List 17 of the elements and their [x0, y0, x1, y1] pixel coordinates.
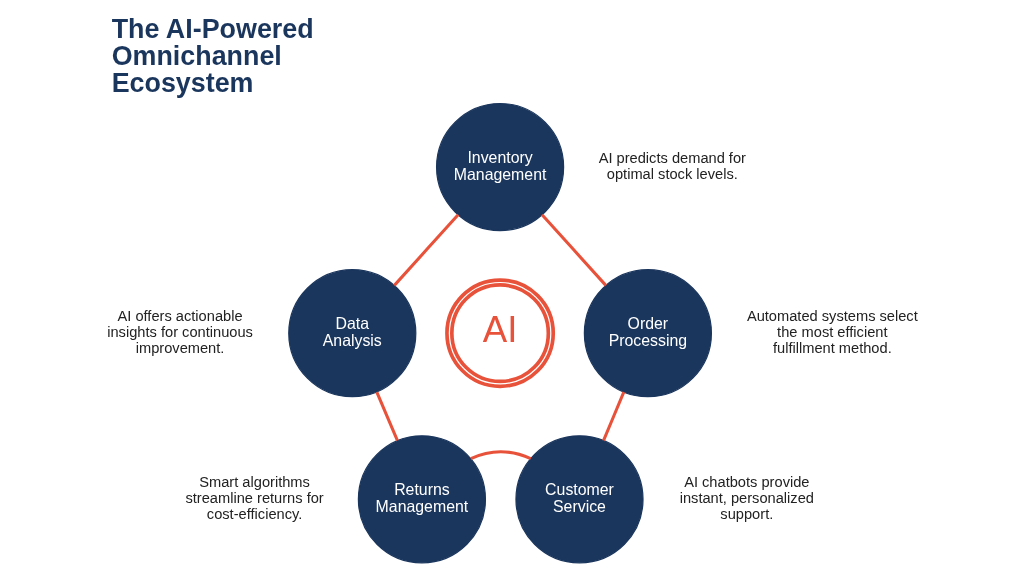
- node-circle: AI: [445, 278, 556, 389]
- node-label: Smart algorithms streamline returns for cost-efficiency.: [185, 474, 324, 522]
- connector: [602, 391, 626, 441]
- diagram-title: The AI-Powered Omnichannel Ecosystem: [111, 14, 314, 99]
- connector: [393, 213, 460, 287]
- node-circle: Data Analysis: [288, 269, 417, 398]
- connector: [470, 450, 532, 460]
- connector: [375, 391, 399, 441]
- node-label: AI offers actionable insights for continuous improvement.: [107, 308, 253, 356]
- node-circle: Returns Management: [357, 435, 487, 564]
- node-circle: Customer Service: [515, 435, 644, 564]
- node-label: Automated systems select the most efficient fulfillment method.: [746, 308, 918, 356]
- node-circle: Order Processing: [583, 269, 712, 398]
- node-circle: Inventory Management: [435, 102, 565, 232]
- node-label: AI chatbots provide instant, personalized support.: [679, 474, 814, 522]
- node-label: AI predicts demand for optimal stock levels.: [598, 149, 746, 182]
- connector: [540, 213, 607, 287]
